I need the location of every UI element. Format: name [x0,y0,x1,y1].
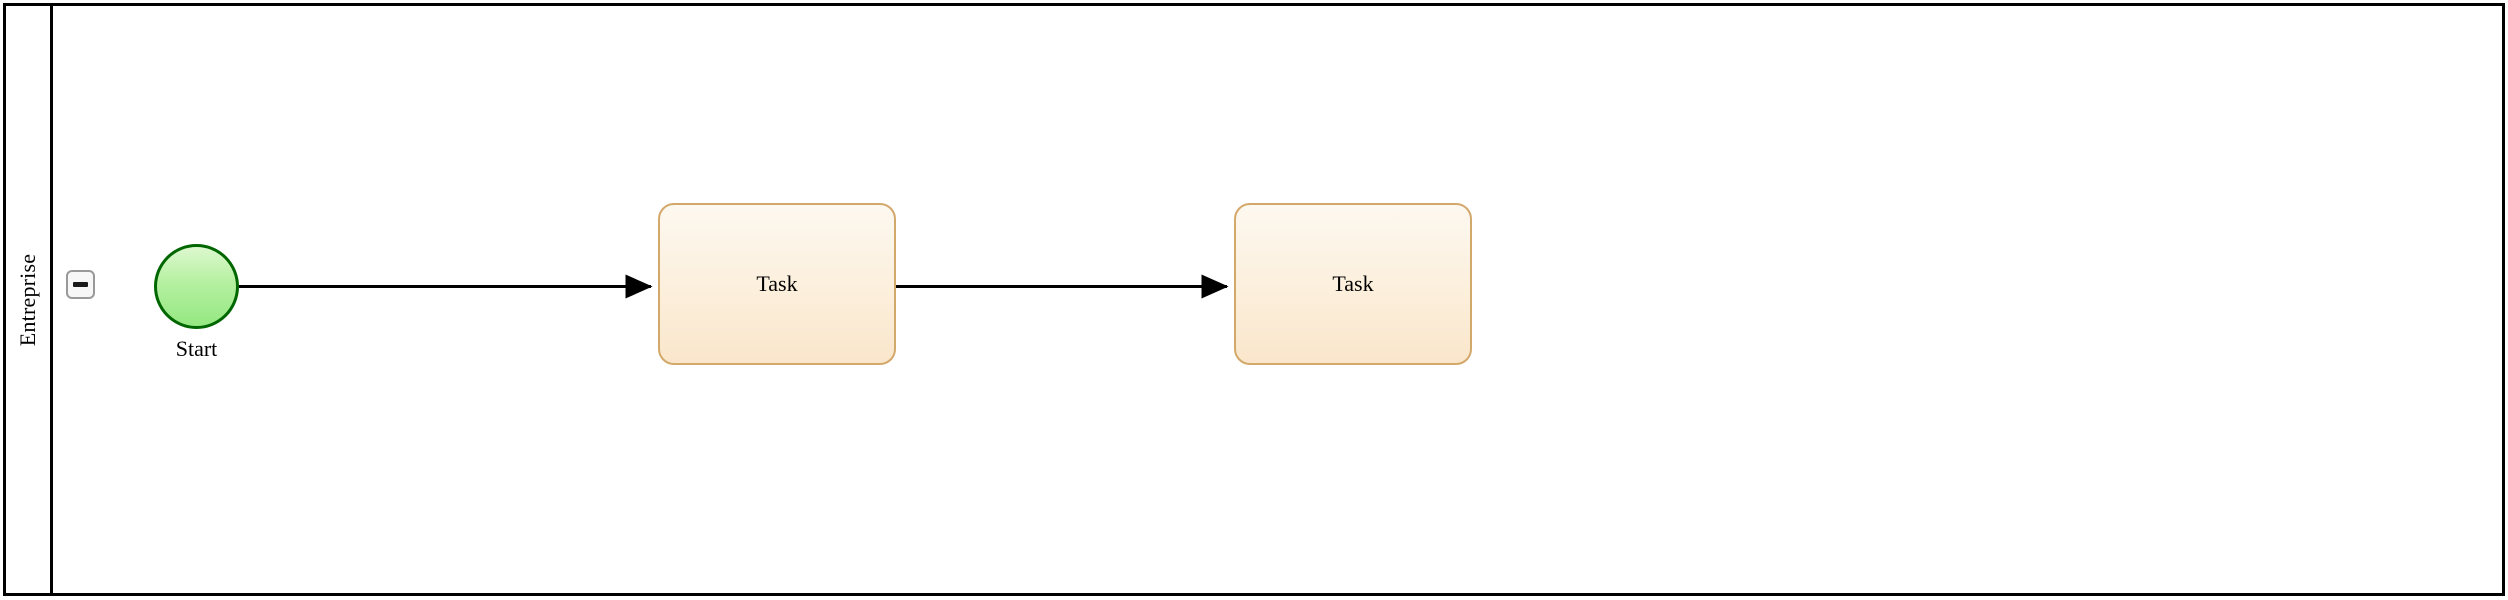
task-node-1[interactable]: Task [658,203,896,365]
collapse-toggle-button[interactable] [66,270,95,299]
minus-icon [73,282,88,287]
pool-entreprise[interactable]: Entreprise Start [3,3,2505,596]
pool-title: Entreprise [15,253,40,346]
task-label-2: Task [1332,271,1374,297]
start-event-label: Start [175,336,218,361]
lane-body: Start Task Task [53,6,2502,593]
task-label-1: Task [756,271,798,297]
pool-header[interactable]: Entreprise [6,6,53,593]
task-node-2[interactable]: Task [1234,203,1472,365]
start-event-node[interactable] [154,244,239,329]
